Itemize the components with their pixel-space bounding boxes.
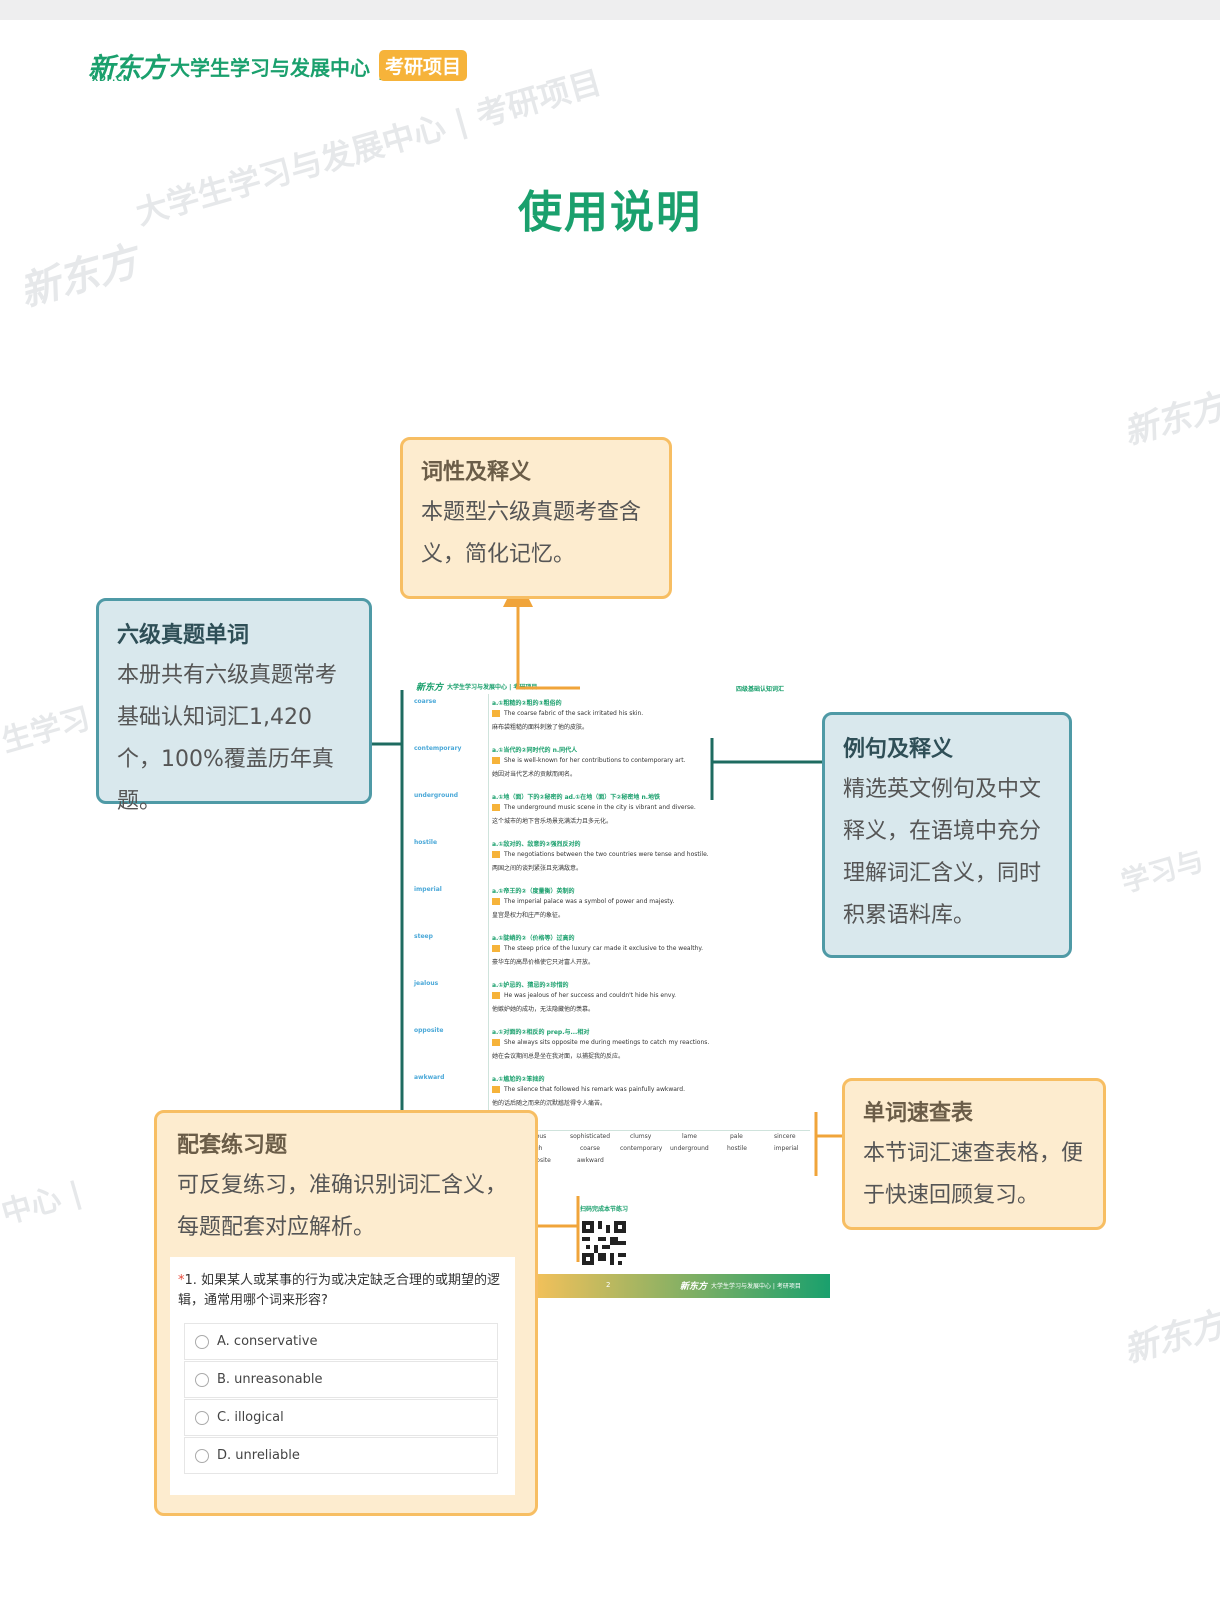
- callout-body: 精选英文例句及中文释义，在语境中充分理解词汇含义，同时积累语料库。: [843, 777, 1042, 928]
- callout-examples: 例句及释义 精选英文例句及中文释义，在语境中充分理解词汇含义，同时积累语料库。: [822, 712, 1072, 958]
- table-cell: imperial: [774, 1145, 799, 1152]
- header-org: 大学生学习与发展中心 |: [170, 56, 385, 80]
- table-cell: sophisticated: [570, 1133, 611, 1140]
- callout-title: 六级真题单词: [117, 623, 250, 648]
- qr-label: 扫码完成本节练习: [580, 1206, 629, 1213]
- top-bar: [0, 0, 1220, 20]
- doc-footer-brand: 新东方: [680, 1282, 708, 1292]
- doc-brand-text: 大学生学习与发展中心 | 考研项目: [447, 684, 538, 691]
- radio-icon[interactable]: [195, 1449, 209, 1463]
- callout-title: 配套练习题: [177, 1133, 288, 1158]
- callout-body: 本册共有六级真题常考基础认知词汇1,420个，100%覆盖历年真题。: [117, 663, 338, 814]
- radio-icon[interactable]: [195, 1335, 209, 1349]
- table-cell: hostile: [727, 1145, 747, 1152]
- callout-title: 词性及释义: [421, 460, 532, 485]
- callout-pos: 词性及释义 本题型六级真题考查含义，简化记忆。: [400, 437, 672, 599]
- callout-title: 单词速查表: [863, 1101, 974, 1126]
- table-cell: clumsy: [630, 1133, 652, 1140]
- callout-body: 本题型六级真题考查含义，简化记忆。: [421, 500, 642, 567]
- table-cell: lame: [682, 1133, 697, 1140]
- doc-page-number: 2: [606, 1281, 611, 1289]
- brand-logo-sub: XDF.CN: [92, 74, 131, 83]
- required-mark: *: [178, 1273, 185, 1288]
- brand-logo: 新东方: [88, 53, 167, 84]
- quiz-option[interactable]: D. unreliable: [184, 1437, 498, 1474]
- quiz-option[interactable]: A. conservative: [184, 1323, 498, 1360]
- radio-icon[interactable]: [195, 1411, 209, 1425]
- doc-footer-bar: 2 新东方 大学生学习与发展中心 | 考研项目: [530, 1274, 830, 1298]
- radio-icon[interactable]: [195, 1373, 209, 1387]
- table-cell: underground: [670, 1145, 709, 1152]
- header-badge: 考研项目: [379, 50, 468, 81]
- callout-title: 例句及释义: [843, 737, 954, 762]
- quiz-option[interactable]: C. illogical: [184, 1399, 498, 1436]
- qr-code-icon: [582, 1221, 626, 1265]
- doc-section-title: 四级基础认知词汇: [736, 686, 785, 693]
- quiz-question: *1. 如果某人或某事的行为或决定缺乏合理的或期望的逻辑，通常用哪个词来形容?: [178, 1273, 501, 1308]
- doc-footer-text: 大学生学习与发展中心 | 考研项目: [711, 1283, 801, 1290]
- table-cell: contemporary: [620, 1145, 663, 1152]
- callout-body: 可反复练习，准确识别词汇含义，每题配套对应解析。: [177, 1173, 508, 1240]
- quiz-card: *1. 如果某人或某事的行为或决定缺乏合理的或期望的逻辑，通常用哪个词来形容? …: [170, 1257, 515, 1495]
- callout-table: 单词速查表 本节词汇速查表格，便于快速回顾复习。: [842, 1078, 1106, 1230]
- table-cell: pale: [730, 1133, 743, 1140]
- quiz-option[interactable]: B. unreasonable: [184, 1361, 498, 1398]
- callout-words: 六级真题单词 本册共有六级真题常考基础认知词汇1,420个，100%覆盖历年真题…: [96, 598, 372, 814]
- table-cell: sincere: [774, 1133, 796, 1140]
- page-title: 使用说明: [518, 187, 702, 238]
- table-cell: coarse: [580, 1145, 600, 1152]
- callout-body: 本节词汇速查表格，便于快速回顾复习。: [863, 1141, 1084, 1208]
- doc-brand: 新东方: [416, 683, 444, 693]
- table-cell: awkward: [577, 1157, 604, 1164]
- doc-divider: [488, 694, 489, 1114]
